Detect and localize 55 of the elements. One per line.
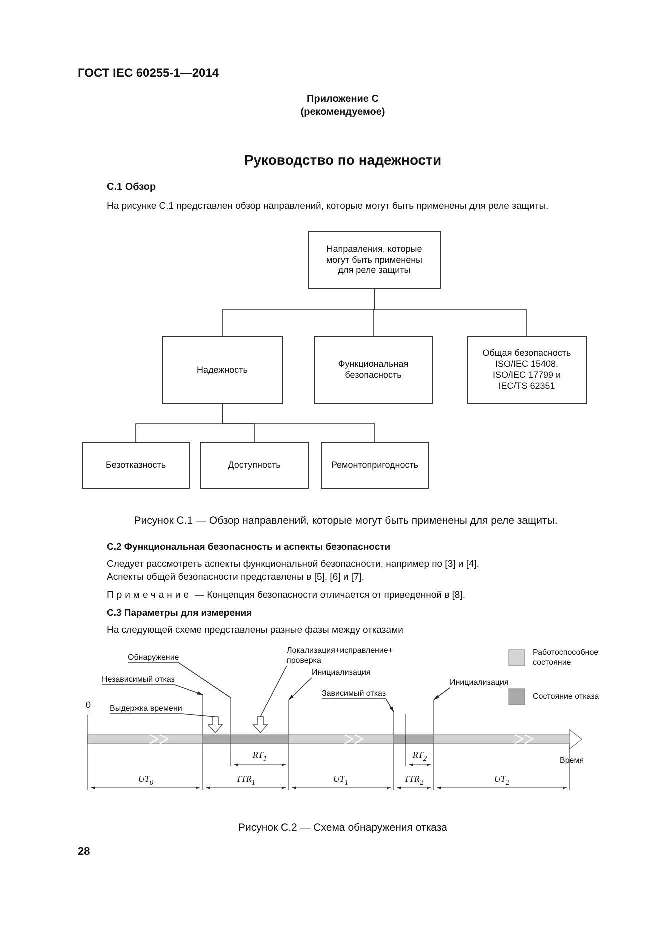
connector-line xyxy=(222,404,376,442)
connector-line xyxy=(260,666,288,718)
connector-line xyxy=(288,678,312,700)
dimension-label: UT$_{2}$ xyxy=(494,774,510,787)
dimension-label: TTR$_{2}$ xyxy=(404,774,424,787)
node-box: Ремонтопригодность xyxy=(321,442,429,489)
dimension-label: RT$_{2}$ xyxy=(412,750,428,763)
callout-text: Выдержка времени xyxy=(110,704,182,714)
connector-line xyxy=(434,688,450,700)
node-box: Функциональная безопасность xyxy=(314,336,433,404)
paragraph: На рисунке С.1 представлен обзор направлений, которые могут быть применены для реле защиты. xyxy=(107,201,549,212)
paragraph: На следующей схеме представлены разные фазы между отказами xyxy=(107,625,404,636)
paragraph: Следует рассмотреть аспекты функциональной безопасности, например по [3] и [4]. xyxy=(107,559,480,570)
axis-label: Время xyxy=(560,756,584,766)
dimension-label: UT$_{0}$ xyxy=(138,774,154,787)
connector-line xyxy=(102,684,204,696)
dimension-label: TTR$_{1}$ xyxy=(236,774,256,787)
callout-text: Инициализация xyxy=(450,678,509,688)
note-label: Примечание xyxy=(107,590,192,602)
event-line xyxy=(202,694,204,736)
section-heading: С.3 Параметры для измерения xyxy=(107,608,252,620)
heading: (рекомендуемое) xyxy=(300,107,386,119)
figure-caption: Рисунок С.1 — Обзор направлений, которые могут быть применены для реле защиты. xyxy=(134,515,558,528)
node-box: Направления, которые могут быть применены для реле защиты xyxy=(308,231,441,289)
title: Руководство по надежности xyxy=(244,152,442,169)
legend-label: Состояние отказа xyxy=(533,692,600,702)
node-box: Надежность xyxy=(162,336,283,404)
connector-line xyxy=(322,698,394,712)
axis-origin: 0 xyxy=(86,700,92,711)
hollow-arrow-icon xyxy=(208,716,224,734)
section-heading: С.1 Обзор xyxy=(107,182,156,194)
dimension-label: RT$_{1}$ xyxy=(252,750,268,763)
callout-text: Локализация+исправление+ проверка xyxy=(287,646,397,666)
callout-text: Независимый отказ xyxy=(102,675,175,685)
legend-label: Работоспособное состояние xyxy=(533,648,600,668)
callout-text: Обнаружение xyxy=(128,653,180,663)
connector-line xyxy=(374,288,528,336)
paragraph: Аспекты общей безопасности представлены в [5], [6] и [7]. xyxy=(107,572,365,584)
dimension-label: UT$_{1}$ xyxy=(333,774,349,787)
node-box: Общая безопасность ISO/IEC 15408, ISO/IEC 17799 и IEC/TS 62351 xyxy=(467,336,587,404)
section-heading: С.2 Функциональная безопасность и аспекты безопасности xyxy=(107,542,391,554)
heading: Приложение С xyxy=(307,94,379,106)
node-box: Доступность xyxy=(200,442,309,489)
figure-caption: Рисунок С.2 — Схема обнаружения отказа xyxy=(238,822,448,835)
event-line xyxy=(288,700,290,736)
event-line xyxy=(230,698,232,736)
note-text: — Концепция безопасности отличается от приведенной в [8]. xyxy=(195,590,466,602)
callout-text: Инициализация xyxy=(312,668,371,678)
connector-line xyxy=(110,714,216,718)
page-number: 28 xyxy=(78,846,90,860)
header: ГОСТ IEC 60255-1—2014 xyxy=(78,66,220,80)
node-box: Безотказность xyxy=(82,442,190,489)
hollow-arrow-icon xyxy=(252,716,268,734)
callout-text: Зависимый отказ xyxy=(322,689,386,699)
connector-line xyxy=(128,662,232,698)
